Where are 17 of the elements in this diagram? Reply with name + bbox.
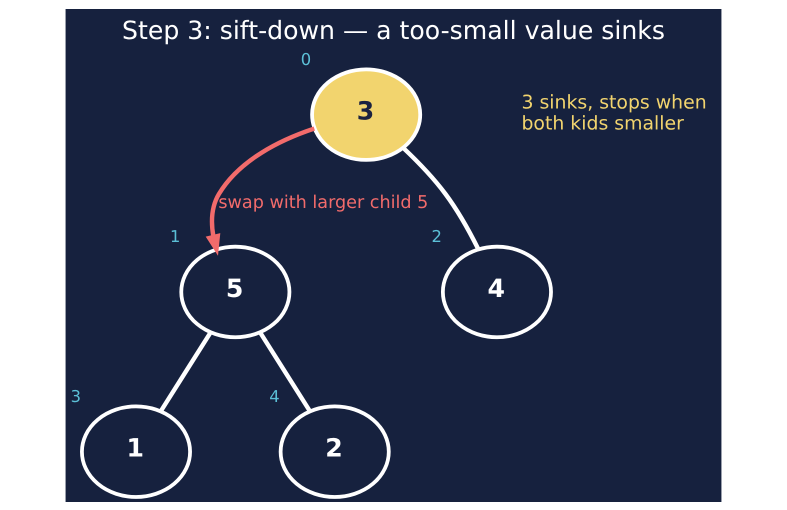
diagram-title: Step 3: sift-down — a too-small value sinks (122, 16, 665, 45)
node-ellipse: 2 (278, 404, 391, 498)
connector (402, 146, 480, 250)
node-label: 4 (269, 386, 280, 406)
node-label: 1 (170, 226, 180, 246)
connector (158, 330, 212, 412)
node-label: 0 (300, 49, 312, 68)
node-ellipse: 3 (310, 66, 422, 162)
node-ellipse: 4 (440, 244, 553, 339)
connector (258, 330, 312, 412)
node-ellipse: 5 (179, 244, 292, 339)
node-label: 2 (432, 226, 442, 246)
node-label: 3 (70, 386, 81, 406)
node-ellipse: 1 (80, 404, 192, 498)
arrow (206, 126, 316, 256)
edge-label: swap with larger child 5 (218, 192, 428, 212)
label: 3 sinks, stops when both kids smaller (521, 90, 707, 134)
